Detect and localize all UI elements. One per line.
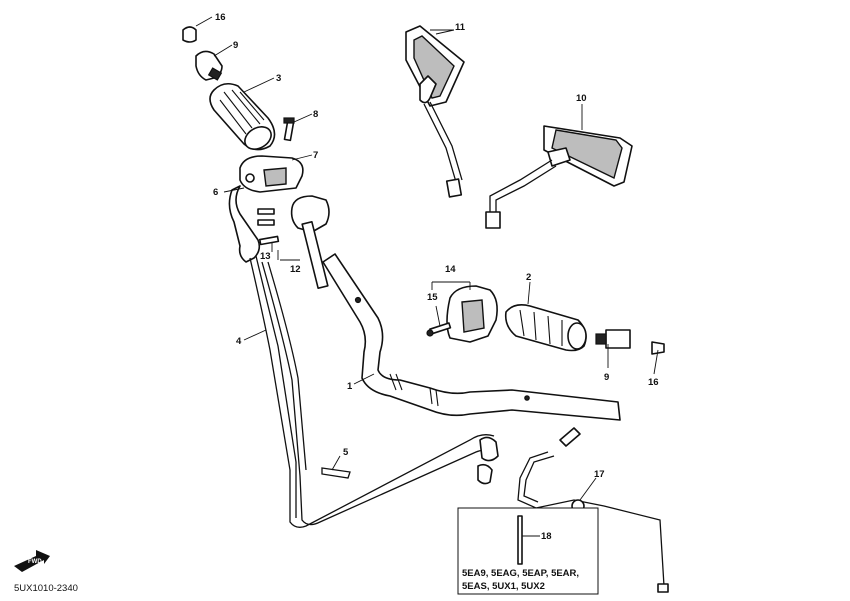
- right-switch-screw: [426, 322, 452, 337]
- variant-box-line2: 5EAS, 5UX1, 5UX2: [462, 581, 545, 592]
- right-switch-housing: [446, 285, 498, 343]
- left-switch-housing: [239, 155, 304, 193]
- diagram-code: 5UX1010-2340: [14, 583, 78, 594]
- callout-13: 13: [260, 251, 271, 262]
- right-grip-end-weight: [595, 329, 631, 349]
- right-grip-end-cap: [651, 341, 665, 355]
- callout-11: 11: [455, 22, 466, 33]
- callout-9-left: 9: [233, 40, 238, 51]
- clutch-lever-assembly: [228, 185, 280, 263]
- left-grip-end-cap: [182, 26, 197, 43]
- callout-7: 7: [313, 150, 318, 161]
- variant-box: [457, 507, 599, 595]
- throttle-grip: [504, 304, 587, 352]
- callout-3: 3: [276, 73, 281, 84]
- callout-16-left: 16: [215, 12, 226, 23]
- fwd-arrow-icon: [14, 550, 50, 572]
- left-screw: [283, 117, 295, 142]
- variant-box-line1: 5EA9, 5EAG, 5EAP, 5EAR,: [462, 568, 579, 579]
- left-grip-end-weight: [195, 50, 223, 81]
- callout-17: 17: [594, 469, 605, 480]
- cable-bundle: [249, 255, 499, 528]
- callout-10: 10: [576, 93, 587, 104]
- left-grip: [209, 82, 276, 151]
- callout-18: 18: [541, 531, 552, 542]
- right-mirror: [485, 125, 633, 229]
- callout-6: 6: [213, 187, 218, 198]
- callout-5: 5: [343, 447, 349, 458]
- left-mirror: [405, 25, 465, 198]
- leader-lines: [195, 16, 659, 501]
- callout-4: 4: [236, 336, 242, 347]
- callout-14: 14: [445, 264, 456, 275]
- right-switch-housing-small: [290, 195, 330, 290]
- callout-12: 12: [290, 264, 301, 275]
- callout-1: 1: [347, 381, 353, 392]
- callout-2: 2: [526, 272, 531, 283]
- handlebar: [322, 253, 621, 421]
- callout-8: 8: [313, 109, 318, 120]
- callout-9-right: 9: [604, 372, 609, 383]
- callout-15: 15: [427, 292, 438, 303]
- callout-16-right: 16: [648, 377, 659, 388]
- fwd-label: FWD: [28, 559, 42, 565]
